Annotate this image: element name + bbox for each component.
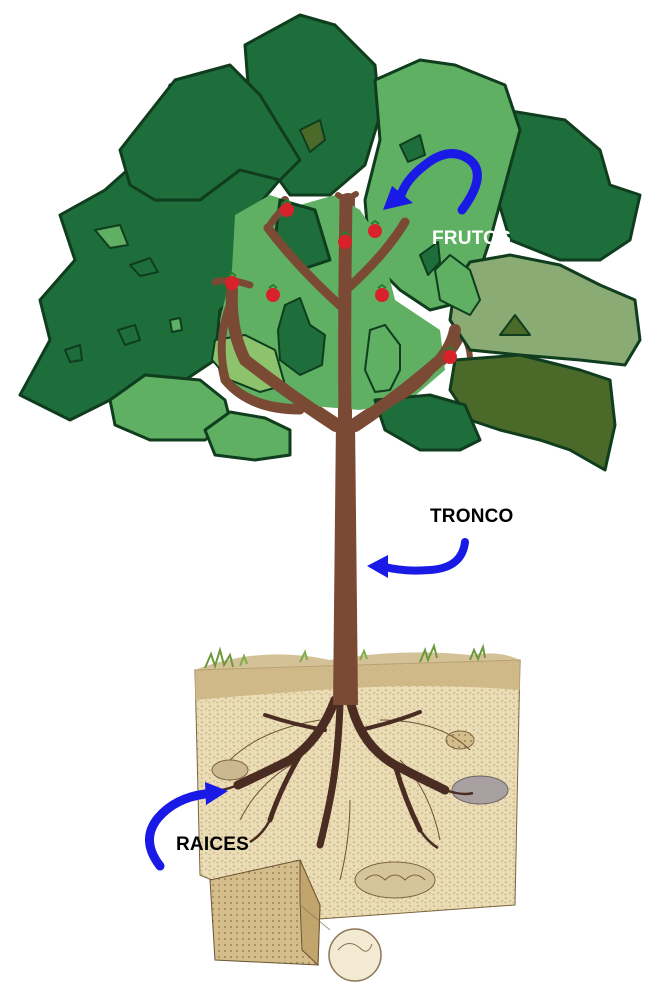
label-tronco: TRONCO xyxy=(430,506,514,528)
label-raices: RAICES xyxy=(176,834,249,856)
canopy xyxy=(20,15,640,470)
label-frutos: FRUTOS xyxy=(432,228,511,250)
curved-arrow-icon xyxy=(367,542,465,578)
